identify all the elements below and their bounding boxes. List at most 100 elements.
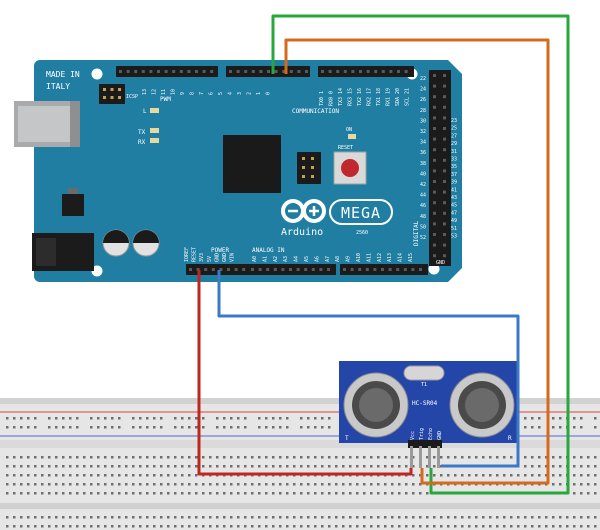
breadboard-hole — [174, 465, 177, 468]
pin-label: A5 — [304, 256, 310, 262]
communication-header — [318, 66, 414, 77]
header-pin — [289, 268, 292, 271]
led-tx-label: TX — [138, 129, 146, 136]
breadboard-hole — [384, 483, 387, 486]
breadboard-hole — [244, 492, 247, 495]
breadboard-hole — [321, 456, 324, 459]
capacitor-top — [133, 230, 159, 243]
breadboard-hole — [153, 525, 156, 528]
breadboard-hole — [20, 426, 23, 429]
wire-vcc — [197, 270, 413, 476]
breadboard-hole — [307, 426, 310, 429]
breadboard-hole — [76, 525, 79, 528]
breadboard-hole — [405, 456, 408, 459]
breadboard-hole — [230, 456, 233, 459]
breadboard-hole — [132, 426, 135, 429]
pin-label: 0 — [266, 92, 272, 95]
breadboard-hole — [153, 465, 156, 468]
breadboard-hole — [118, 516, 121, 519]
breadboard-hole — [461, 525, 464, 528]
reset-button-cap[interactable] — [341, 159, 359, 177]
breadboard-hole — [314, 516, 317, 519]
breadboard-hole — [174, 474, 177, 477]
breadboard-hole — [111, 474, 114, 477]
header-pin — [443, 233, 446, 236]
header-pin — [196, 268, 200, 271]
breadboard-hole — [27, 426, 30, 429]
breadboard-hole — [300, 456, 303, 459]
breadboard-hole — [405, 483, 408, 486]
breadboard-hole — [412, 465, 415, 468]
breadboard-hole — [335, 456, 338, 459]
breadboard-hole — [524, 417, 527, 420]
breadboard-hole — [132, 465, 135, 468]
breadboard-hole — [405, 516, 408, 519]
header-pin — [297, 70, 301, 73]
breadboard-hole — [118, 456, 121, 459]
breadboard-hole — [181, 525, 184, 528]
header-pin — [343, 268, 346, 271]
breadboard-hole — [342, 492, 345, 495]
breadboard-hole — [573, 525, 576, 528]
breadboard-hole — [118, 465, 121, 468]
breadboard-hole — [307, 492, 310, 495]
breadboard-hole — [538, 516, 541, 519]
header-pin — [266, 268, 270, 271]
digital-label: DIGITAL — [413, 220, 420, 246]
breadboard-hole — [251, 492, 254, 495]
breadboard-hole — [202, 426, 205, 429]
breadboard-hole — [76, 483, 79, 486]
breadboard-hole — [34, 417, 37, 420]
header-pin — [267, 70, 270, 73]
breadboard-hole — [90, 516, 93, 519]
breadboard-hole — [279, 483, 282, 486]
pin-label: RX3 15 — [348, 88, 354, 106]
breadboard-hole — [251, 465, 254, 468]
breadboard-hole — [27, 492, 30, 495]
breadboard-hole — [447, 456, 450, 459]
breadboard-hole — [111, 516, 114, 519]
breadboard-hole — [272, 456, 275, 459]
breadboard-hole — [195, 465, 198, 468]
breadboard-hole — [160, 417, 163, 420]
header-pin — [229, 70, 232, 73]
breadboard-hole — [125, 474, 128, 477]
breadboard-hole — [202, 483, 205, 486]
breadboard-hole — [461, 456, 464, 459]
breadboard-hole — [244, 417, 247, 420]
breadboard-hole — [258, 456, 261, 459]
breadboard-hole — [482, 474, 485, 477]
breadboard-hole — [587, 456, 590, 459]
breadboard-hole — [356, 456, 359, 459]
breadboard-hole — [62, 426, 65, 429]
breadboard-hole — [41, 525, 44, 528]
digital-pin-label: 25 — [451, 126, 457, 132]
header-pin — [134, 70, 138, 73]
breadboard-hole — [468, 474, 471, 477]
breadboard-hole — [188, 516, 191, 519]
breadboard-hole — [62, 492, 65, 495]
breadboard-hole — [559, 456, 562, 459]
breadboard-hole — [377, 492, 380, 495]
breadboard-hole — [265, 465, 268, 468]
pin-label: RX1 19 — [386, 88, 392, 106]
breadboard-hole — [356, 483, 359, 486]
header-pin — [242, 268, 246, 271]
breadboard-hole — [146, 492, 149, 495]
breadboard-hole — [237, 492, 240, 495]
breadboard-hole — [475, 516, 478, 519]
breadboard-hole — [384, 516, 387, 519]
breadboard-hole — [594, 483, 597, 486]
gnd-label: GND — [436, 260, 445, 266]
breadboard-hole — [594, 516, 597, 519]
breadboard-hole — [265, 426, 268, 429]
breadboard-hole — [531, 426, 534, 429]
breadboard-hole — [139, 483, 142, 486]
breadboard-hole — [223, 516, 226, 519]
breadboard-hole — [328, 525, 331, 528]
breadboard-hole — [272, 417, 275, 420]
breadboard-hole — [314, 525, 317, 528]
header-pin — [443, 180, 446, 183]
breadboard-hole — [181, 483, 184, 486]
capacitor-top — [103, 230, 129, 243]
